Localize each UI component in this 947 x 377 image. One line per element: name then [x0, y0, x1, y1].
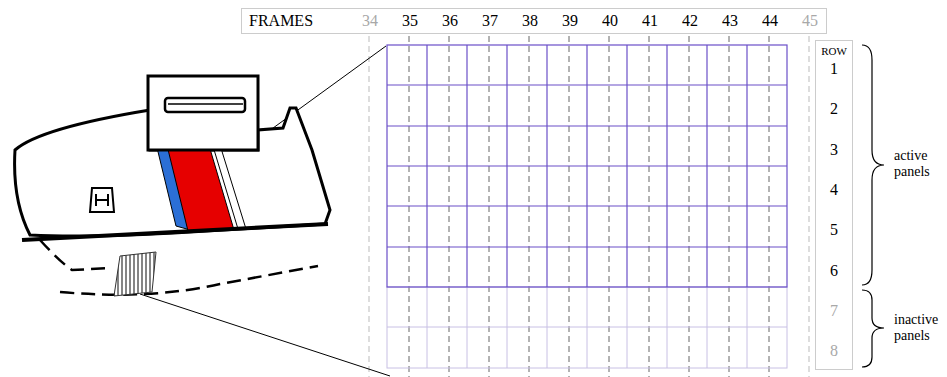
bracket-label: active panels [894, 148, 947, 180]
brace [862, 45, 884, 367]
frame-number: 43 [722, 13, 738, 29]
boat [15, 76, 330, 296]
frame-number: 41 [642, 13, 658, 29]
inactive-grid [387, 287, 787, 368]
frame-number: 44 [762, 13, 778, 29]
frame-number: 40 [602, 13, 618, 29]
frame-number: 39 [562, 13, 578, 29]
axis-title: ROW [821, 46, 847, 57]
row-number: 6 [830, 263, 838, 279]
row-number: 8 [830, 343, 838, 359]
row-number: 3 [830, 142, 838, 158]
active-grid [387, 45, 787, 287]
frame-number: 42 [682, 13, 698, 29]
axis-title: FRAMES [249, 13, 313, 29]
frame-number: 35 [402, 13, 418, 29]
row-number: 4 [830, 182, 838, 198]
row-number: 7 [830, 303, 838, 319]
row-number: 5 [830, 222, 838, 238]
frame-number: 37 [482, 13, 498, 29]
row-column: ROW 1 2 3 4 5 6 7 8 [815, 40, 853, 370]
frame-number: 36 [442, 13, 458, 29]
frames-band: FRAMES 34 35 36 37 38 39 40 41 42 43 44 45 [241, 8, 827, 34]
frame-number: 34 [362, 13, 378, 29]
frame-number: 38 [522, 13, 538, 29]
frame-number: 45 [802, 13, 818, 29]
row-number: 1 [830, 61, 838, 77]
bracket-label: inactive panels [894, 312, 947, 344]
row-number: 2 [830, 101, 838, 117]
